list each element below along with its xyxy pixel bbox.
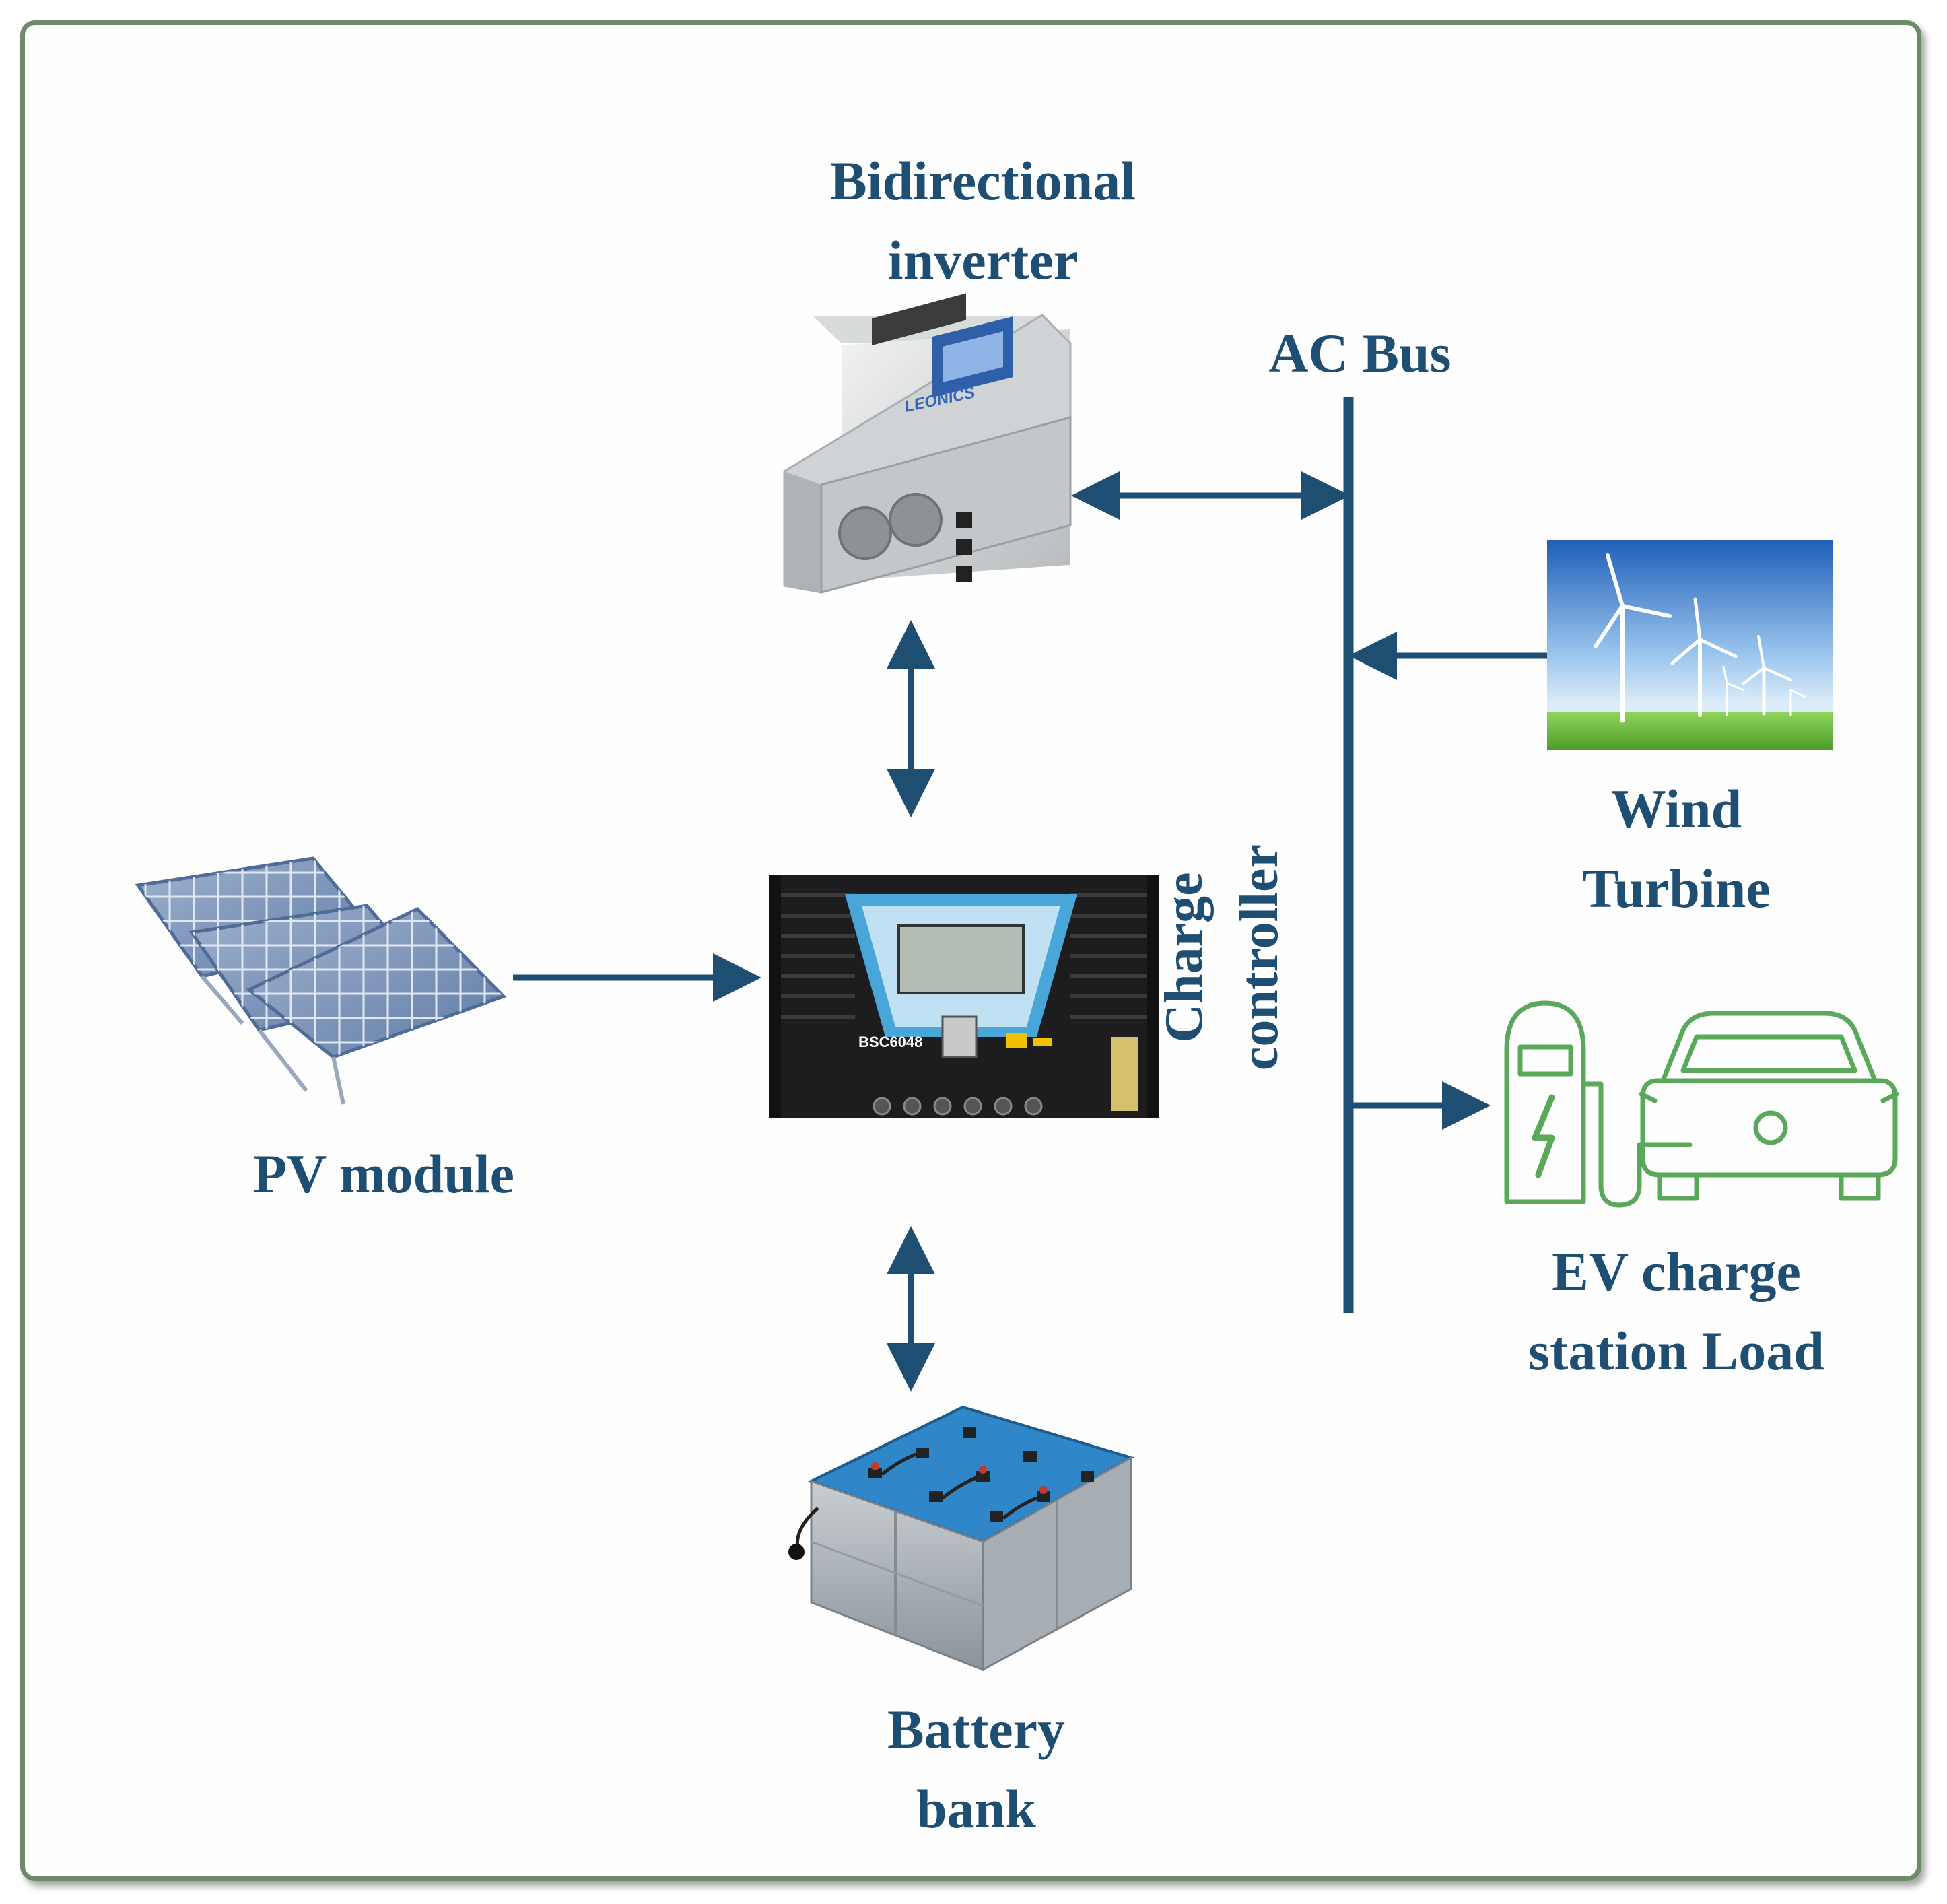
inverter-label-line-2: inverter (887, 230, 1079, 291)
ev-charge-station-icon (1504, 1000, 1899, 1208)
inverter-label: Bidirectional inverter (781, 141, 1185, 300)
charge-controller: BSC6048 (769, 875, 1159, 1118)
controller-label-line-2: controller (1230, 844, 1289, 1071)
ev-label-line-2: station Load (1528, 1320, 1824, 1382)
ev-label-line-1: EV charge (1552, 1241, 1801, 1302)
bidirectional-inverter: LEONICS (783, 293, 1072, 594)
inverter-label-line-1: Bidirectional (829, 150, 1136, 211)
battery-bank-image (788, 1405, 1135, 1672)
pv-module-label: PV module (252, 1143, 515, 1204)
charge-controller-label: Charge controller (1147, 789, 1297, 1126)
wind-label-line-1: Wind (1610, 778, 1742, 840)
wind-label-line-2: Turbine (1582, 858, 1771, 919)
controller-model-text: BSC6048 (858, 1033, 922, 1050)
pv-module-image (135, 856, 507, 1105)
wind-turbine-label: Wind Turbine (1495, 770, 1858, 928)
wind-turbine-image (1547, 540, 1833, 750)
controller-label-line-1: Charge (1155, 872, 1214, 1043)
ev-charge-station-label: EV charge station Load (1454, 1232, 1899, 1391)
ac-bus-label: AC Bus (1268, 322, 1451, 384)
battery-bank-label: Battery bank (788, 1690, 1165, 1849)
battery-label-line-2: bank (916, 1778, 1036, 1839)
battery-label-line-1: Battery (887, 1699, 1066, 1760)
